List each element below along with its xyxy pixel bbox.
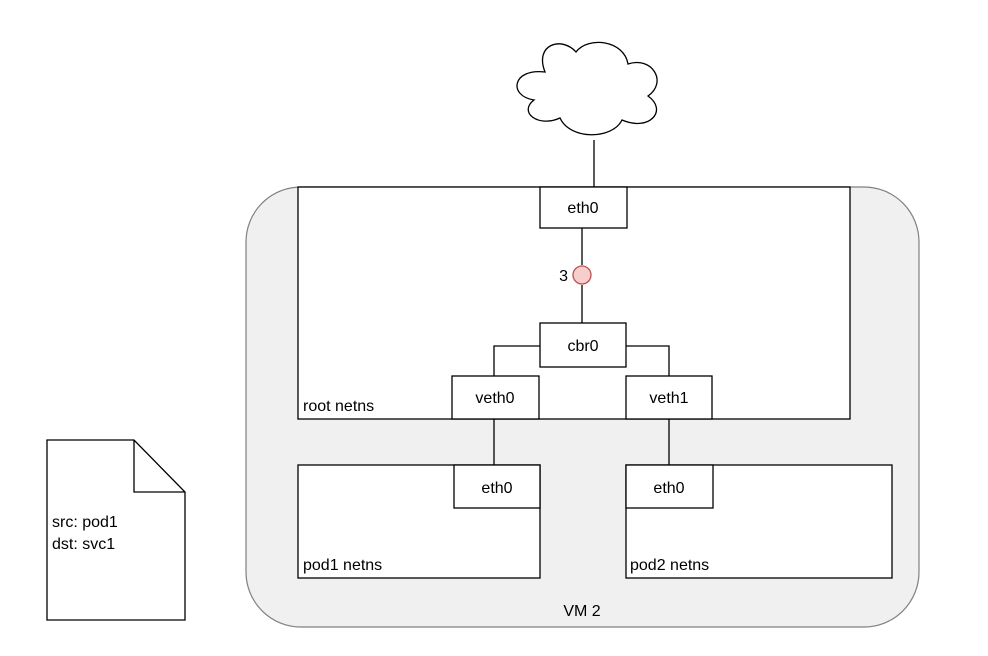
pod1-eth0-box xyxy=(453,464,541,509)
root-eth0-box xyxy=(539,186,628,229)
veth0-label: veth0 xyxy=(475,390,514,407)
vm-label: VM 2 xyxy=(563,603,600,620)
link-cbr0-veth1 xyxy=(626,345,670,376)
pod1-netns-label: pod1 netns xyxy=(303,557,382,574)
pod1-eth0-label: eth0 xyxy=(481,480,512,497)
veth1-box xyxy=(625,375,713,420)
cloud-icon xyxy=(516,41,658,136)
cbr0-label: cbr0 xyxy=(567,338,598,355)
connectors xyxy=(493,140,670,465)
packet-dst: dst: svc1 xyxy=(52,536,115,553)
root-netns-label: root netns xyxy=(303,398,374,415)
step-marker-label: 3 xyxy=(559,268,568,285)
packet-src: src: pod1 xyxy=(52,514,118,531)
link-cbr0-veth0 xyxy=(493,345,540,376)
packet-document-icon xyxy=(46,439,186,621)
cbr0-box xyxy=(539,322,627,368)
pod2-eth0-box xyxy=(625,464,714,509)
veth1-label: veth1 xyxy=(649,390,688,407)
step-marker-dot xyxy=(572,265,592,285)
veth0-box xyxy=(451,375,540,420)
pod2-netns-label: pod2 netns xyxy=(630,557,709,574)
pod2-eth0-label: eth0 xyxy=(653,480,684,497)
root-eth0-label: eth0 xyxy=(567,200,598,217)
